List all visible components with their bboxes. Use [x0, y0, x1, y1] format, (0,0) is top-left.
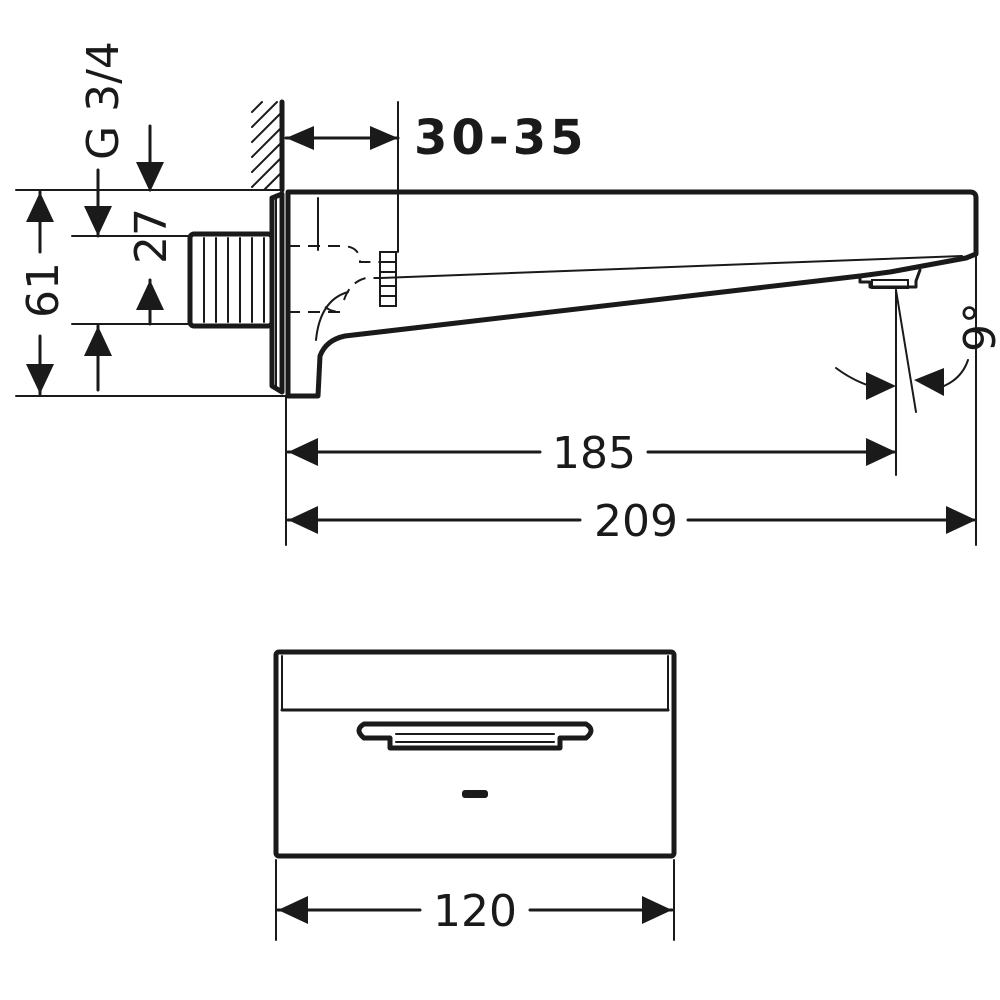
height-61-label: 61 — [18, 262, 69, 318]
dimension-width-120: 120 — [275, 859, 675, 941]
spout-body — [285, 189, 979, 399]
length-185-label: 185 — [552, 428, 636, 479]
side-view: 30-35 61 27 G 3/4 — [15, 41, 1000, 547]
dimension-length-209: 209 — [286, 496, 976, 547]
thread-label: G 3/4 — [78, 41, 129, 160]
angle-label: 9° — [955, 302, 1000, 352]
hidden-piping — [288, 245, 397, 313]
wall-hatch — [251, 99, 285, 193]
height-27-label: 27 — [126, 208, 177, 264]
dimension-height-61: 61 — [18, 190, 69, 396]
front-indicator — [462, 790, 488, 798]
front-body — [273, 649, 677, 859]
length-209-label: 209 — [594, 496, 678, 547]
dimension-angle: 9° — [835, 302, 1000, 400]
width-120-label: 120 — [433, 886, 517, 937]
threaded-connector — [187, 231, 275, 329]
dimension-height-27: 27 G 3/4 — [78, 41, 177, 392]
dimension-length-185: 185 — [286, 428, 896, 479]
extension-lines — [15, 101, 977, 546]
wall-depth-label: 30-35 — [414, 110, 588, 166]
front-view: 120 — [273, 649, 677, 941]
spout-outlet — [858, 268, 922, 289]
dimension-wall-depth: 30-35 — [284, 110, 588, 166]
front-outlet-slot — [356, 721, 594, 751]
spout-inner-contour — [315, 197, 963, 341]
